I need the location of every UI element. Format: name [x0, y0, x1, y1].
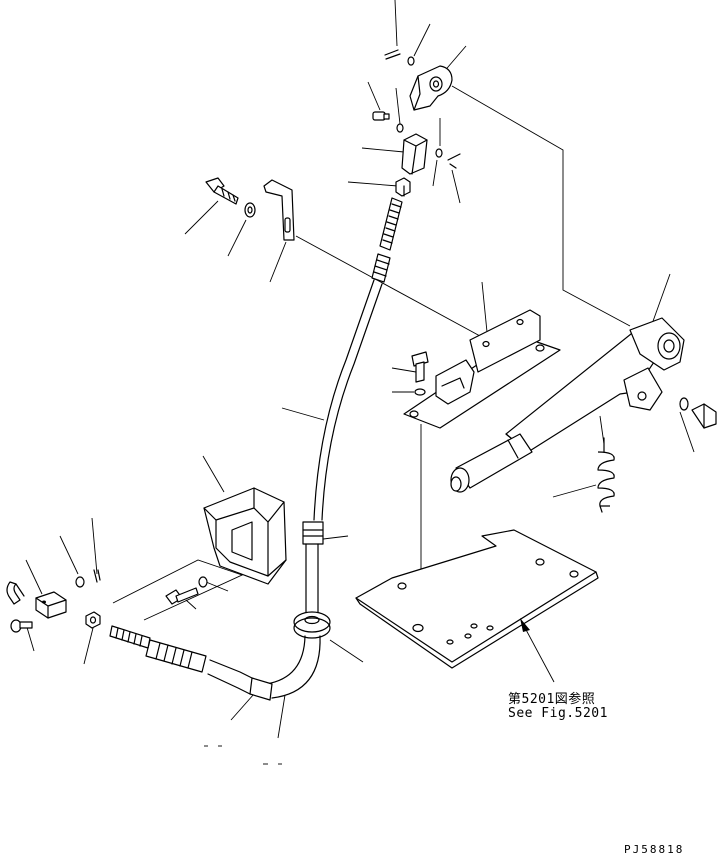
cotter-pin-top: [384, 49, 401, 60]
lower-clevis-block: [35, 591, 67, 619]
cotter-pin-clevis: [447, 153, 461, 169]
washer-lower-bracket: [198, 576, 208, 588]
assembly-lines: [112, 85, 631, 627]
washer-lower-left: [75, 576, 85, 588]
drawing-number: PJ58818: [624, 843, 685, 856]
cotter-pin-lower: [93, 569, 101, 583]
floor-plate: [355, 529, 599, 669]
control-cable: [109, 197, 403, 701]
washer-lever-mount: [414, 388, 426, 396]
return-spring: [597, 437, 615, 513]
figure-reference-japanese: 第5201図参照: [508, 692, 596, 707]
pin-lower: [10, 619, 33, 633]
cable-bracket-top: [409, 65, 453, 111]
pin-bolt: [372, 111, 390, 121]
washer-lever-pivot: [679, 397, 689, 411]
clip-pin: [6, 581, 25, 605]
washer-left-upper: [244, 202, 256, 218]
reference-arrow: [520, 618, 555, 683]
bolt-lever-mount: [411, 351, 429, 383]
bolt-lower-bracket: [165, 587, 199, 605]
lower-bracket: [203, 487, 287, 585]
parking-brake-lever: [450, 317, 685, 493]
clevis-block: [401, 133, 428, 175]
bolt-lever-pivot: [691, 403, 717, 429]
cable-mount-bracket: [263, 179, 295, 241]
washer-top: [407, 56, 415, 66]
nut-top: [395, 177, 411, 197]
nut-lower: [85, 611, 101, 629]
lever-mount-bracket: [403, 309, 561, 429]
leader-lines: [25, 0, 695, 765]
washer-small: [396, 123, 404, 133]
bolt-left-upper: [205, 177, 239, 205]
figure-reference-english: See Fig.5201: [508, 706, 608, 721]
washer-clevis: [435, 148, 443, 158]
